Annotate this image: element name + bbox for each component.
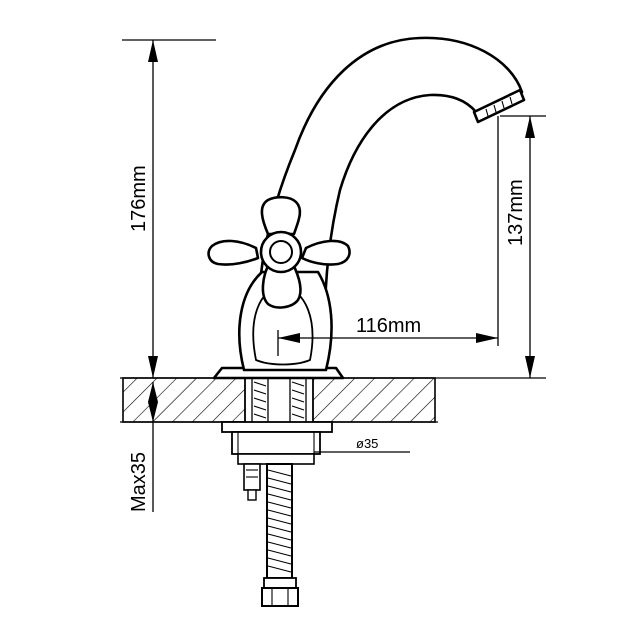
supply-stub	[243, 463, 261, 501]
countertop	[120, 377, 546, 423]
dimension-total-height: 176mm	[122, 39, 216, 378]
hole-diameter-label: ø35	[356, 436, 378, 451]
spout-height-label: 137mm	[505, 179, 527, 246]
aerator	[472, 88, 526, 124]
mounting-nut	[221, 421, 333, 465]
cross-handle	[207, 195, 351, 309]
dimension-spout-height: 137mm	[500, 115, 546, 378]
spout-reach-label: 116mm	[356, 315, 421, 337]
total-height-label: 176mm	[128, 165, 150, 232]
flexible-hose	[261, 463, 299, 607]
faucet-body	[238, 36, 526, 372]
dimension-spout-reach: 116mm	[277, 116, 499, 356]
deck-thickness-label: Max35	[128, 452, 150, 512]
dimension-deck-thickness: Max35	[128, 382, 158, 512]
dimension-hole-diameter: ø35	[314, 436, 410, 453]
